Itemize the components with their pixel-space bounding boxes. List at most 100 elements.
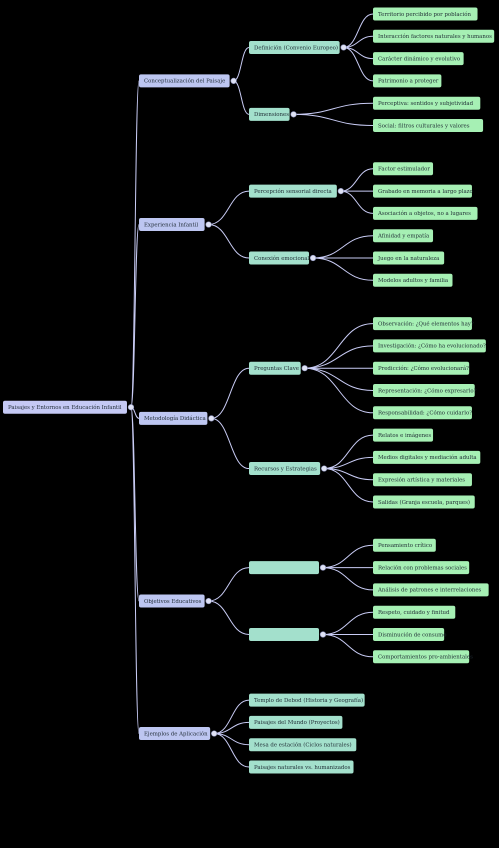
node-label: Interacción factores naturales y humanos (378, 33, 492, 40)
node-label: Recursos y Estrategias (254, 466, 317, 472)
node-label: Experiencia Infantil (144, 222, 198, 228)
mindmap-node-leaf[interactable]: Disminución de consumo (373, 628, 446, 641)
node-box (373, 162, 434, 176)
mindmap-node-branch[interactable]: Recursos y Estrategias (249, 462, 321, 476)
mindmap-node-leaf[interactable]: Observación: ¿Qué elementos hay? (373, 317, 474, 331)
mindmap-link (313, 235, 374, 259)
mindmap-node-leaf[interactable]: Patrimonio a proteger (373, 74, 442, 88)
mindmap-node-branch[interactable]: Definición (Convenio Europeo) (249, 40, 340, 54)
mindmap-node-leaf[interactable]: Responsabilidad: ¿Cómo cuidarlo? (373, 406, 472, 420)
node-box (373, 229, 434, 243)
mindmap-node-branch[interactable]: Experiencia Infantil (139, 218, 205, 232)
node-box (373, 7, 478, 21)
node-label: Definición (Convenio Europeo) (254, 44, 338, 51)
mindmap-link (324, 468, 374, 503)
mindmap-link (340, 190, 374, 214)
mindmap-node-leaf[interactable]: Predicción: ¿Cómo evolucionará? (373, 361, 470, 375)
mindmap-node-leaf[interactable]: Modelos adultos y familia (373, 273, 453, 287)
collapse-toggle[interactable] (211, 730, 218, 737)
mindmap-node-branch[interactable]: Ejemplos de Aplicación (139, 727, 211, 741)
mindmap-node-leaf[interactable]: Mesa de estación (Ciclos naturales) (249, 738, 357, 752)
mindmap-node-leaf[interactable]: Afinidad y empatía (373, 229, 434, 243)
node-label: Medios digitales y mediación adulta (378, 454, 477, 461)
mindmap-link (324, 456, 374, 470)
mindmap-node-branch[interactable]: Dimensiones (249, 107, 290, 121)
node-box (249, 184, 337, 198)
mindmap-link (130, 406, 140, 735)
collapse-toggle[interactable] (337, 188, 344, 195)
collapse-toggle[interactable] (290, 111, 297, 118)
node-box (373, 273, 453, 287)
mindmap-node-leaf[interactable]: Paisajes del Mundo (Proyectos) (249, 715, 343, 729)
mindmap-node-leaf[interactable]: Relación con problemas sociales (373, 561, 470, 575)
mindmap-node-branch[interactable] (249, 561, 319, 575)
mindmap-node-leaf[interactable]: Territorio percibido por población (373, 7, 478, 21)
collapse-toggle[interactable] (301, 365, 308, 372)
mindmap-link (214, 733, 250, 768)
mindmap-node-leaf[interactable]: Asociación a objetos, no a lugares (373, 206, 478, 220)
node-label: Conexión emocional (254, 255, 309, 262)
node-box (373, 206, 478, 220)
mindmap-link (208, 224, 250, 259)
mindmap-node-leaf[interactable]: Paisajes naturales vs. humanizados (249, 760, 354, 774)
mindmap-node-leaf[interactable]: Salidas (Granja escuela, parques) (373, 495, 475, 509)
mindmap-node-branch[interactable]: Metodología Didáctica (139, 411, 208, 425)
mindmap-link (233, 46, 250, 82)
node-box (373, 184, 472, 198)
mindmap-node-leaf[interactable]: Análisis de patrones e interrelaciones (373, 583, 489, 597)
mindmap-node-leaf[interactable]: Representación: ¿Cómo expresarlo? (373, 384, 477, 397)
collapse-toggle[interactable] (319, 564, 327, 571)
mindmap-node-leaf[interactable]: Medios digitales y mediación adulta (373, 450, 481, 464)
mindmap-node-branch[interactable]: Conexión emocional (249, 251, 309, 265)
node-box (139, 594, 205, 608)
collapse-toggle[interactable] (340, 44, 347, 51)
mindmap-node-leaf[interactable]: Expresión artística y materiales (373, 473, 472, 487)
mindmap-node-leaf[interactable]: Carácter dinámico y evolutivo (373, 52, 464, 66)
mindmap-node-leaf[interactable]: Templo de Debod (Historia y Geografía) (249, 693, 365, 707)
mindmap-link (304, 345, 374, 369)
mindmap-node-branch[interactable]: Objetivos Educativos (139, 594, 205, 608)
mindmap-node-leaf[interactable]: Investigación: ¿Cómo ha evolucionado? (373, 339, 486, 353)
node-box (249, 760, 354, 774)
node-box (373, 119, 484, 132)
mindmap-link (208, 600, 250, 635)
node-label: Análisis de patrones e interrelaciones (377, 587, 482, 594)
mindmap-link (214, 721, 250, 735)
mindmap-node-root[interactable]: Paisajes y Entornos en Educación Infanti… (3, 400, 127, 414)
mindmap-link (343, 46, 374, 82)
mindmap-node-leaf[interactable]: Relatos e imágenes (373, 428, 434, 442)
mindmap-node-leaf[interactable]: Factor estimulador (373, 162, 434, 176)
mindmap-node-leaf[interactable]: Interacción factores naturales y humanos (373, 29, 495, 43)
mindmap-node-branch[interactable]: Conceptualización del Paisaje (139, 74, 230, 88)
node-box (373, 406, 472, 420)
collapse-toggle[interactable] (230, 77, 237, 84)
node-label: Asociación a objetos, no a lugares (377, 210, 471, 217)
node-box (373, 317, 472, 331)
mindmap-node-leaf[interactable]: Perceptiva: sentidos y subjetividad (373, 96, 481, 110)
collapse-toggle[interactable] (321, 465, 328, 472)
mindmap-link (211, 417, 250, 470)
mindmap-node-leaf[interactable]: Social: filtros culturales y valores (373, 119, 484, 132)
collapse-toggle[interactable] (127, 404, 135, 411)
mindmap-link (322, 544, 374, 569)
mindmap-node-leaf[interactable]: Pensamiento crítico (373, 538, 436, 552)
node-label: Responsabilidad: ¿Cómo cuidarlo? (378, 410, 472, 417)
mindmap-node-leaf[interactable]: Comportamientos pro-ambientales (373, 650, 473, 664)
collapse-toggle[interactable] (319, 631, 327, 638)
mindmap-node-branch[interactable]: Percepción sensorial directa (249, 184, 337, 198)
mindmap-node-branch[interactable] (249, 628, 319, 641)
node-box (249, 628, 319, 641)
collapse-toggle[interactable] (309, 254, 317, 262)
mindmap-node-leaf[interactable]: Grabado en memoria a largo plazo (373, 184, 473, 198)
collapse-toggle[interactable] (205, 221, 212, 228)
node-box (249, 40, 340, 54)
mindmap-node-leaf[interactable]: Juego en la naturaleza (373, 251, 445, 265)
mindmap-node-branch[interactable]: Preguntas Clave (249, 361, 301, 375)
collapse-toggle[interactable] (208, 415, 215, 422)
collapse-toggle[interactable] (205, 597, 212, 605)
mindmap-node-leaf[interactable]: Respeto, cuidado y finitud (373, 605, 456, 619)
node-label: Factor estimulador (378, 167, 430, 173)
mindmap-links (130, 13, 374, 768)
node-label: Representación: ¿Cómo expresarlo? (378, 387, 477, 394)
node-box (373, 339, 486, 353)
